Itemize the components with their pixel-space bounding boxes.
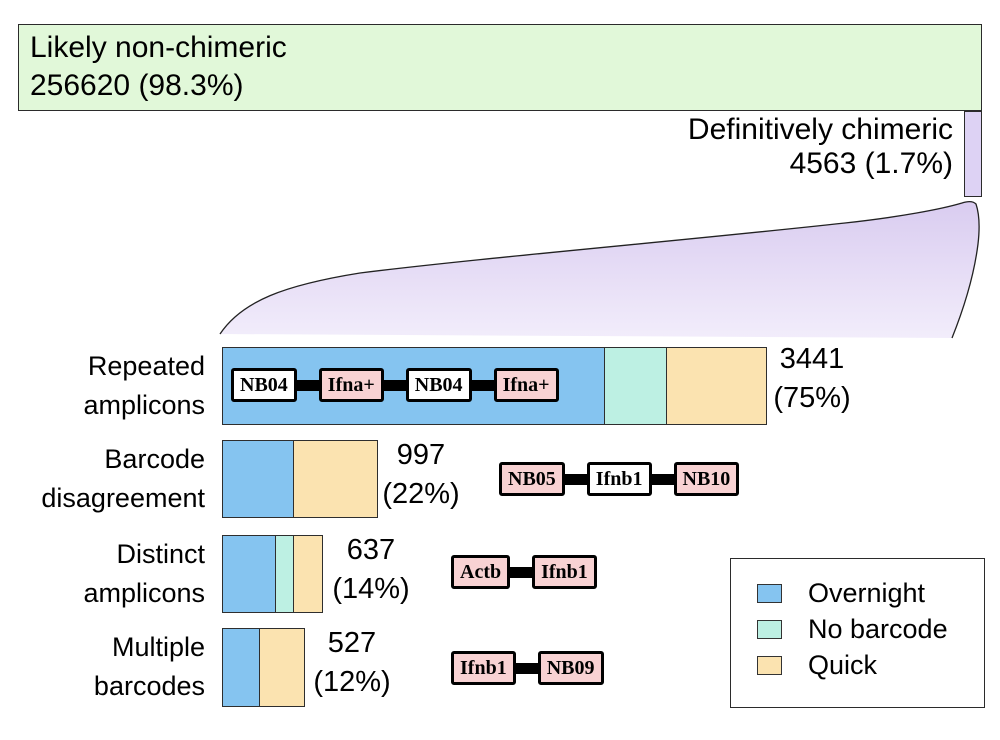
bar-segment-quick <box>666 348 766 424</box>
bar-segment-overnight <box>223 536 275 612</box>
funnel-outline <box>219 200 980 339</box>
amplicon-box: NB09 <box>537 651 604 685</box>
legend-label: No barcode <box>808 613 948 644</box>
legend-item-quick: Quick <box>731 647 984 683</box>
row-label-line: amplicons <box>83 390 205 420</box>
amplicon-diagram-barcode-disagreement: NB05 Ifnb1 NB10 <box>499 462 740 496</box>
value-distinct-amplicons: 637 (14%) <box>311 531 431 609</box>
chimeric-bar <box>964 111 982 197</box>
amplicon-diagram-repeated: NB04 Ifna+ NB04 Ifna+ <box>231 368 559 402</box>
amplicon-diagram-multiple-barcodes: Ifnb1 NB09 <box>451 651 604 685</box>
amplicon-connector <box>513 662 540 674</box>
legend-label: Overnight <box>808 577 926 608</box>
legend-item-overnight: Overnight <box>731 575 984 611</box>
row-label-barcode-disagreement: Barcode disagreement <box>0 440 205 518</box>
bar-segment-overnight <box>223 629 259 706</box>
bar-multiple-barcodes <box>222 628 305 707</box>
amplicon-diagram-distinct: Actb Ifnb1 <box>451 555 597 589</box>
row-label-line: Multiple <box>111 632 205 662</box>
legend-swatch-overnight <box>757 583 782 603</box>
row-label-line: Distinct <box>116 539 205 569</box>
amplicon-box: NB10 <box>673 462 740 496</box>
legend: Overnight No barcode Quick <box>730 558 985 708</box>
legend-item-no-barcode: No barcode <box>731 611 984 647</box>
chimeric-label-block: Definitively chimeric 4563 (1.7%) <box>550 113 953 181</box>
count: 527 <box>327 627 377 659</box>
count: 3441 <box>779 343 845 375</box>
amplicon-box: NB04 <box>231 368 297 402</box>
amplicon-connector <box>562 473 589 485</box>
non-chimeric-bar: Likely non-chimeric 256620 (98.3%) <box>18 24 982 111</box>
non-chimeric-value: 256620 (98.3%) <box>30 69 244 102</box>
percent: (22%) <box>382 478 460 510</box>
amplicon-box: Ifna+ <box>318 368 384 402</box>
funnel-fill <box>220 201 980 338</box>
bar-segment-no-barcode <box>604 348 666 424</box>
value-barcode-disagreement: 997 (22%) <box>361 436 481 514</box>
row-label-line: disagreement <box>41 483 205 513</box>
amplicon-box: Ifna+ <box>493 368 559 402</box>
bar-barcode-disagreement <box>222 440 378 518</box>
percent: (75%) <box>773 382 851 414</box>
amplicon-box: NB05 <box>499 462 565 496</box>
amplicon-connector <box>508 566 535 578</box>
bar-segment-quick <box>259 629 304 706</box>
bar-segment-quick <box>293 536 322 612</box>
percent: (14%) <box>332 573 410 605</box>
legend-swatch-quick <box>757 655 782 675</box>
bar-segment-overnight <box>223 441 293 517</box>
count: 637 <box>346 534 396 566</box>
value-repeated-amplicons: 3441 (75%) <box>752 340 872 418</box>
value-multiple-barcodes: 527 (12%) <box>292 624 412 702</box>
row-label-line: Repeated <box>87 351 205 381</box>
percent: (12%) <box>313 666 391 698</box>
amplicon-box: Ifnb1 <box>451 651 516 685</box>
bar-segment-quick <box>293 441 377 517</box>
amplicon-connector <box>469 379 496 391</box>
legend-swatch-no-barcode <box>757 619 782 639</box>
row-label-line: amplicons <box>83 578 205 608</box>
amplicon-connector <box>649 473 676 485</box>
chimeric-value: 4563 (1.7%) <box>789 147 953 180</box>
row-label-distinct-amplicons: Distinct amplicons <box>0 535 205 613</box>
amplicon-box: Actb <box>451 555 511 589</box>
non-chimeric-label: Likely non-chimeric <box>30 31 287 64</box>
row-label-line: barcodes <box>93 671 205 701</box>
amplicon-connector <box>381 379 408 391</box>
amplicon-box: Ifnb1 <box>532 555 597 589</box>
row-label-multiple-barcodes: Multiple barcodes <box>0 628 205 706</box>
amplicon-connector <box>294 379 321 391</box>
row-label-line: Barcode <box>104 444 205 474</box>
bar-distinct-amplicons <box>222 535 323 613</box>
count: 997 <box>396 439 446 471</box>
row-label-repeated-amplicons: Repeated amplicons <box>0 347 205 425</box>
chimeric-label: Definitively chimeric <box>687 113 953 146</box>
legend-label: Quick <box>808 649 878 680</box>
amplicon-box: Ifnb1 <box>586 462 652 496</box>
bar-segment-no-barcode <box>275 536 293 612</box>
amplicon-box: NB04 <box>405 368 472 402</box>
